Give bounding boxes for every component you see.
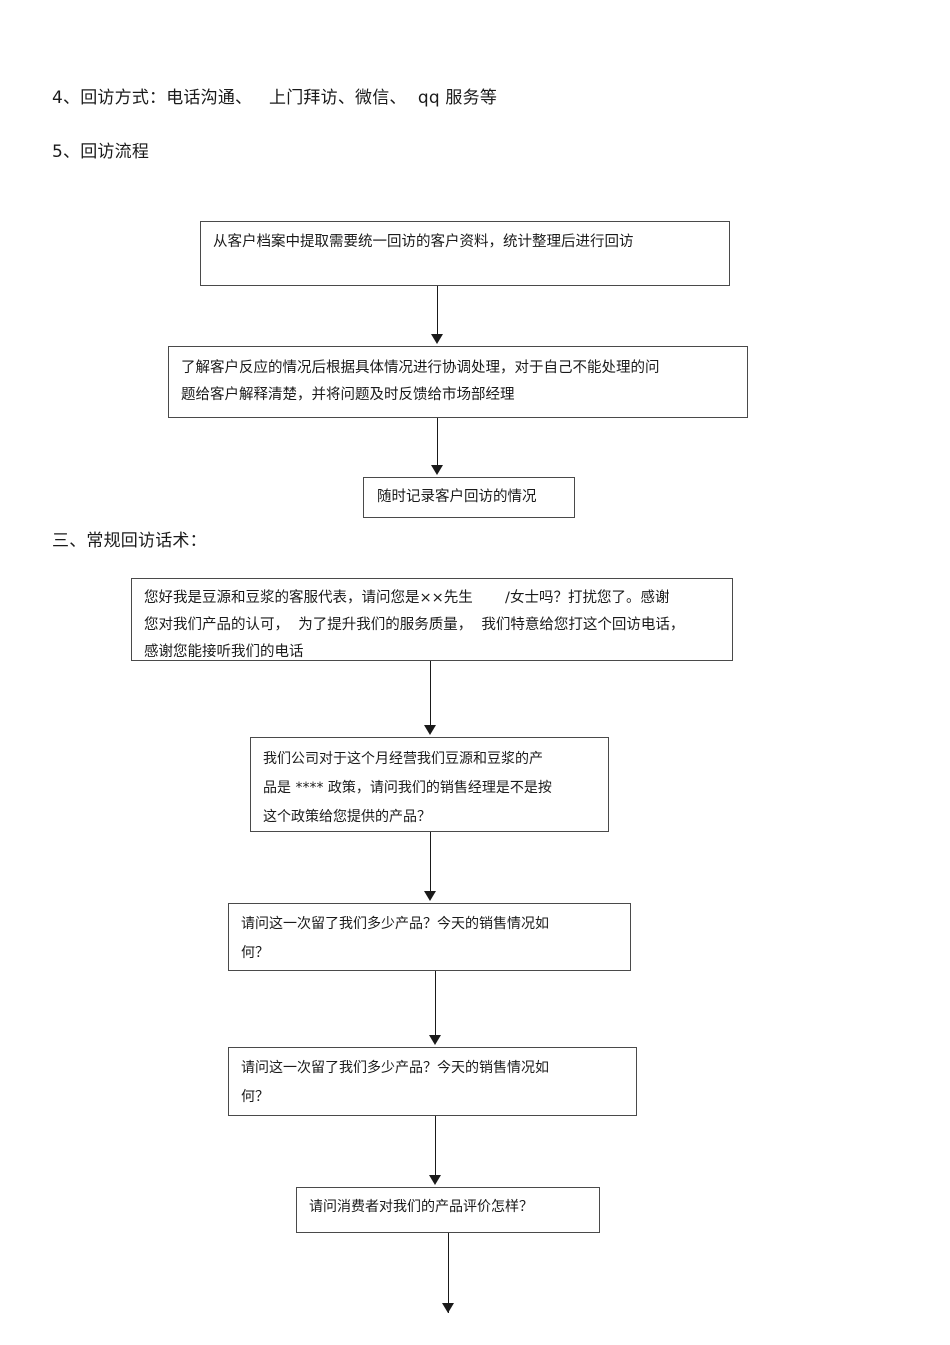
flow-node-handle-customer-issues: 了解客户反应的情况后根据具体情况进行协调处理，对于自己不能处理的问 题给客户解释… <box>168 346 748 418</box>
script-node-stock-question-2-label: 请问这一次留了我们多少产品？今天的销售情况如 何？ <box>241 1060 549 1105</box>
script-node-stock-question-2: 请问这一次留了我们多少产品？今天的销售情况如 何？ <box>228 1047 637 1116</box>
arrowhead-down-icon <box>442 1303 454 1313</box>
arrowhead-down-icon <box>424 725 436 735</box>
script-node-greeting-label: 您好我是豆源和豆浆的客服代表，请问您是××先生 /女士吗？打扰您了。感谢 您对我… <box>144 590 685 660</box>
script-node-stock-question-1-label: 请问这一次留了我们多少产品？今天的销售情况如 何？ <box>241 916 549 961</box>
arrowhead-down-icon <box>424 891 436 901</box>
script-node-greeting: 您好我是豆源和豆浆的客服代表，请问您是××先生 /女士吗？打扰您了。感谢 您对我… <box>131 578 733 661</box>
connector-feedback-to-next-page <box>448 1233 449 1313</box>
arrowhead-down-icon <box>431 334 443 344</box>
connector-stock-question-2-to-feedback <box>435 1116 436 1177</box>
connector-extract-to-handle <box>437 286 438 336</box>
heading-visit-methods: 4、回访方式：电话沟通、 上门拜访、微信、 qq 服务等 <box>52 88 498 108</box>
arrowhead-down-icon <box>429 1175 441 1185</box>
connector-handle-to-record <box>437 418 438 467</box>
flow-node-handle-customer-issues-label: 了解客户反应的情况后根据具体情况进行协调处理，对于自己不能处理的问 题给客户解释… <box>181 360 660 403</box>
script-node-policy-question-label: 我们公司对于这个月经营我们豆源和豆浆的产 品是 **** 政策，请问我们的销售经… <box>263 751 552 825</box>
arrowhead-down-icon <box>431 465 443 475</box>
script-node-stock-question-1: 请问这一次留了我们多少产品？今天的销售情况如 何？ <box>228 903 631 971</box>
connector-greeting-to-policy <box>430 661 431 727</box>
connector-stock-question-1-to-2 <box>435 971 436 1037</box>
script-node-consumer-feedback-label: 请问消费者对我们的产品评价怎样？ <box>309 1199 533 1215</box>
arrowhead-down-icon <box>429 1035 441 1045</box>
script-node-policy-question: 我们公司对于这个月经营我们豆源和豆浆的产 品是 **** 政策，请问我们的销售经… <box>250 737 609 832</box>
flow-node-extract-customer-records-label: 从客户档案中提取需要统一回访的客户资料，统计整理后进行回访 <box>213 234 634 250</box>
flow-node-record-visit-results-label: 随时记录客户回访的情况 <box>377 489 537 505</box>
connector-policy-to-stock-question-1 <box>430 832 431 893</box>
flow-node-extract-customer-records: 从客户档案中提取需要统一回访的客户资料，统计整理后进行回访 <box>200 221 730 286</box>
script-node-consumer-feedback: 请问消费者对我们的产品评价怎样？ <box>296 1187 600 1233</box>
flow-node-record-visit-results: 随时记录客户回访的情况 <box>363 477 575 518</box>
heading-visit-process: 5、回访流程 <box>52 142 150 162</box>
heading-call-script: 三、常规回访话术： <box>52 531 207 551</box>
